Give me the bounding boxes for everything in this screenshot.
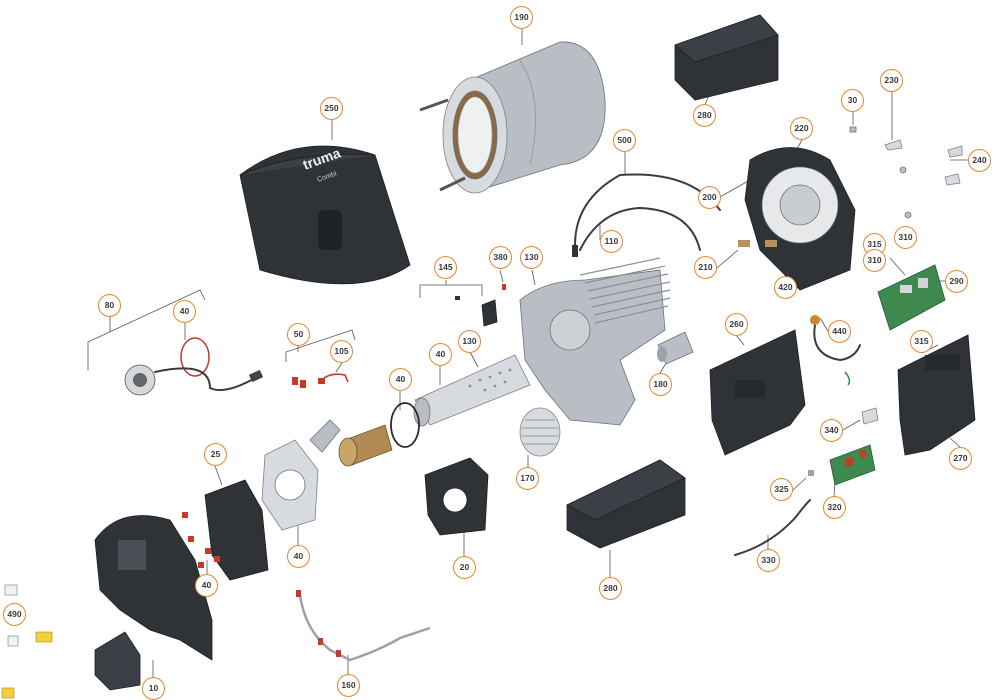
- callout-10: 10: [142, 677, 165, 700]
- small-parts-top-right: [849, 126, 963, 219]
- burner-housing-part: [519, 257, 671, 426]
- callout-315-panel: 315: [910, 330, 933, 353]
- gasket-plate-part: [261, 439, 319, 531]
- callout-50: 50: [287, 323, 310, 346]
- callout-40-fasteners: 40: [195, 574, 218, 597]
- bracket-part: [424, 457, 489, 536]
- callout-320: 320: [823, 496, 846, 519]
- burner-head-part: [309, 419, 393, 467]
- callout-280-bottom: 280: [599, 577, 622, 600]
- callout-280-top: 280: [693, 104, 716, 127]
- callout-25: 25: [204, 443, 227, 466]
- callout-310-right: 310: [894, 226, 917, 249]
- callout-30: 30: [841, 89, 864, 112]
- callout-325: 325: [770, 478, 793, 501]
- callout-240: 240: [968, 149, 991, 172]
- callout-210: 210: [694, 256, 717, 279]
- fan-housing-part: [744, 147, 856, 291]
- callout-170: 170: [516, 467, 539, 490]
- callout-130-tube: 130: [458, 330, 481, 353]
- callout-145: 145: [434, 256, 457, 279]
- callout-130-top: 130: [520, 246, 543, 269]
- callout-200: 200: [698, 186, 721, 209]
- heat-exchanger-cylinder-part: [419, 41, 606, 194]
- control-board-part: [877, 264, 946, 331]
- callout-105: 105: [330, 340, 353, 363]
- callout-40-ring: 40: [173, 300, 196, 323]
- small-parts-145-380: [455, 284, 506, 327]
- callout-270: 270: [949, 447, 972, 470]
- side-panel-270: [897, 334, 976, 456]
- callout-330: 330: [757, 549, 780, 572]
- pipe-assembly-part: [296, 590, 431, 662]
- callout-340: 340: [820, 419, 843, 442]
- side-panel-260: [709, 329, 806, 456]
- callout-160: 160: [337, 674, 360, 697]
- sensor-with-cable-part: [124, 364, 264, 396]
- callout-40-seal: 40: [389, 368, 412, 391]
- top-cover-part: [674, 14, 779, 101]
- fan-wheel-part: [519, 407, 561, 457]
- callout-490: 490: [3, 603, 26, 626]
- callout-40-tube: 40: [429, 343, 452, 366]
- burner-tube-part: [413, 354, 531, 427]
- callout-80: 80: [98, 294, 121, 317]
- motor-part: [657, 331, 694, 365]
- bottom-cover-part: [566, 459, 686, 549]
- callout-190: 190: [510, 6, 533, 29]
- callout-500: 500: [613, 129, 636, 152]
- cover-plate-25: [204, 479, 269, 581]
- callout-20: 20: [453, 556, 476, 579]
- callout-260: 260: [725, 313, 748, 336]
- front-cover-part: [94, 515, 213, 691]
- label-stickers-part: [1, 584, 53, 699]
- sensor-cable-440: [810, 315, 861, 386]
- o-ring-parts: [180, 337, 420, 448]
- callout-230: 230: [880, 69, 903, 92]
- callout-40-plate: 40: [287, 545, 310, 568]
- callout-290: 290: [945, 270, 968, 293]
- callout-380: 380: [489, 246, 512, 269]
- red-fasteners: [182, 512, 220, 568]
- callout-110: 110: [600, 230, 623, 253]
- outer-casing-part: truma Combi: [239, 144, 411, 285]
- callout-220: 220: [790, 117, 813, 140]
- callout-250: 250: [320, 97, 343, 120]
- callout-180: 180: [649, 373, 672, 396]
- callout-420: 420: [774, 276, 797, 299]
- connectors-50-105: [292, 373, 349, 388]
- small-parts-320-340: [734, 407, 879, 556]
- callout-440: 440: [828, 320, 851, 343]
- callout-310-left: 310: [863, 249, 886, 272]
